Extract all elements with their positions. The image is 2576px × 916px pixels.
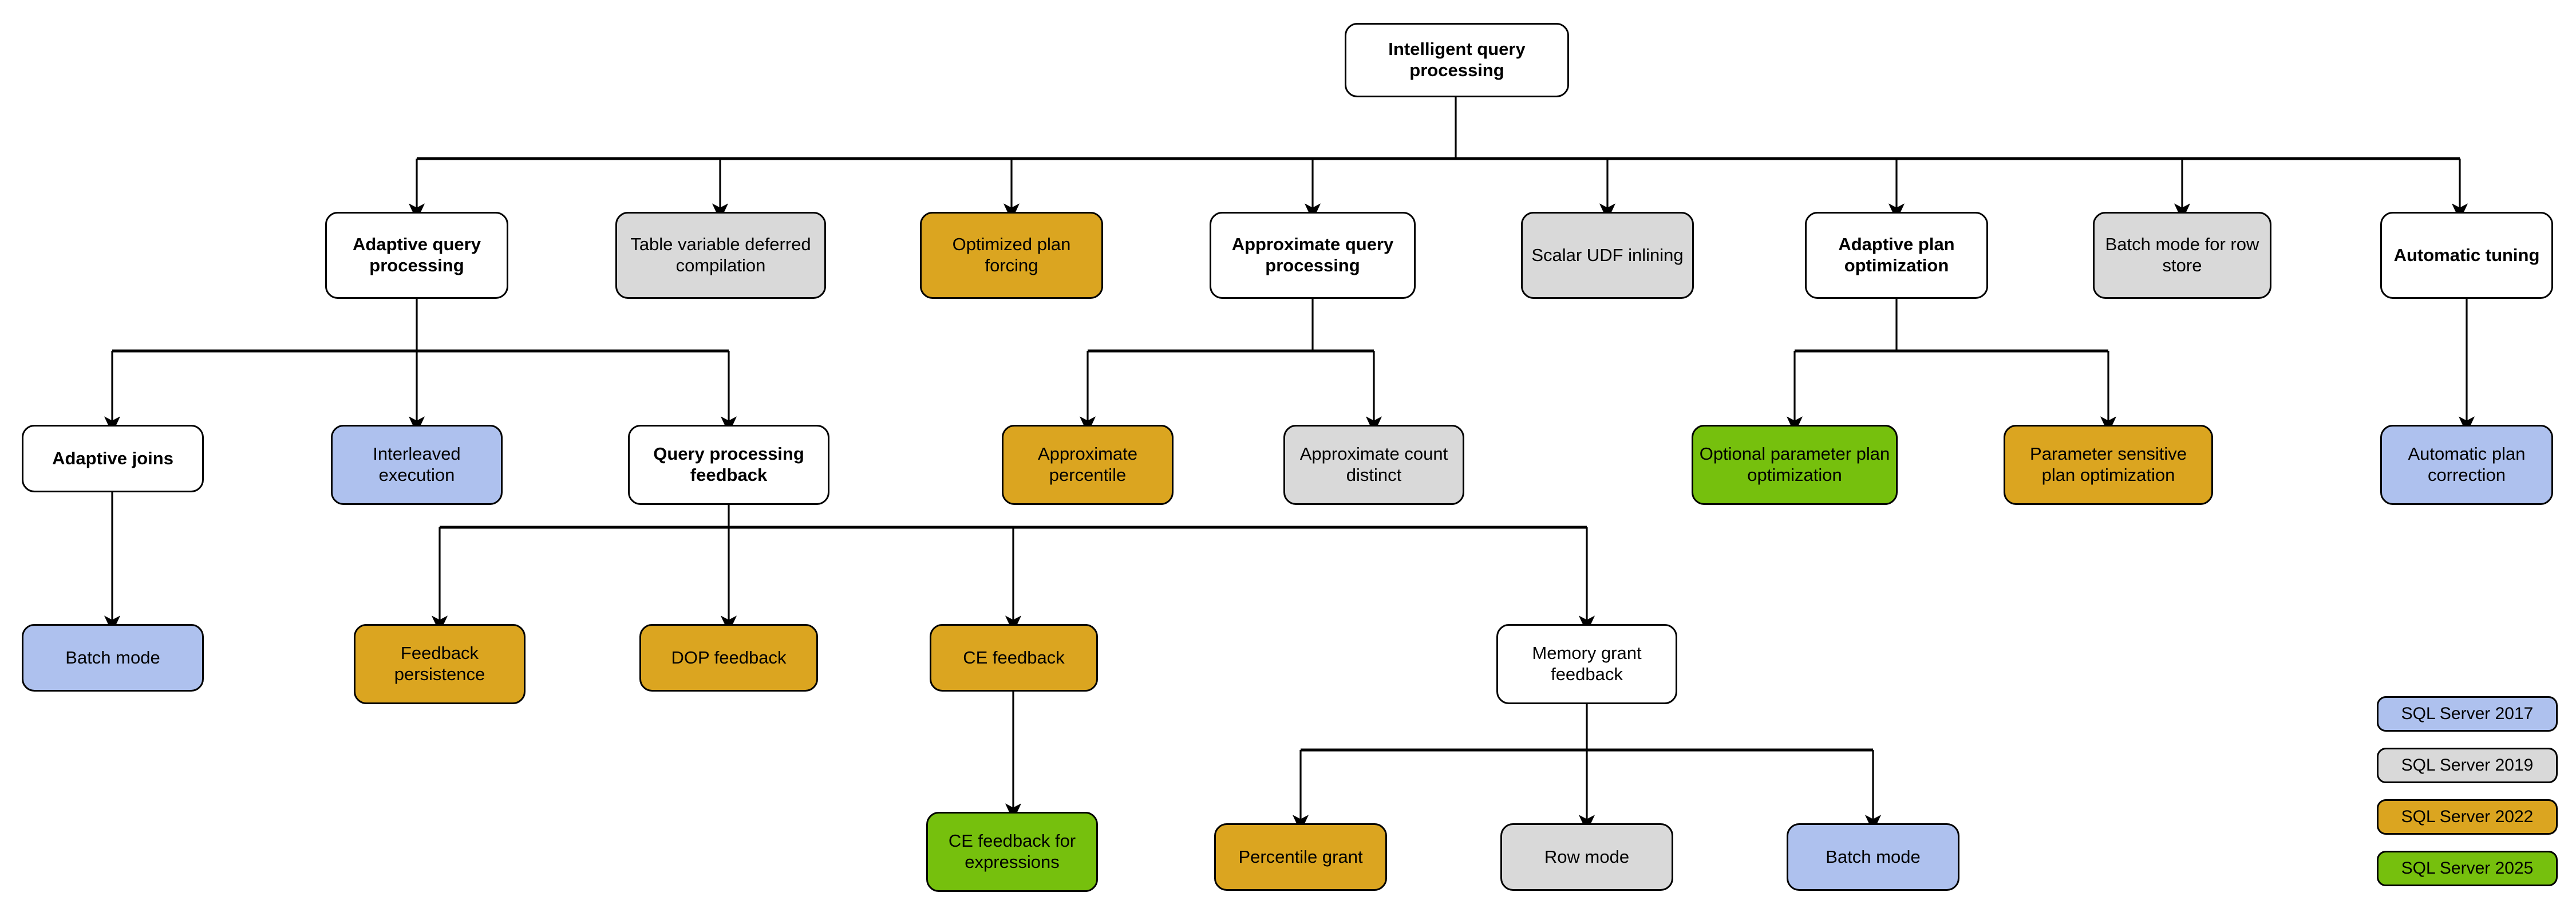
node-scalar-udf-inlining[interactable]: Scalar UDF inlining: [1521, 212, 1694, 299]
node-approximate-percentile[interactable]: Approximate percentile: [1002, 425, 1174, 505]
legend-item-sql-server-2025: SQL Server 2025: [2377, 851, 2558, 886]
node-adaptive-query-processing[interactable]: Adaptive query processing: [325, 212, 508, 299]
legend-item-sql-server-2022: SQL Server 2022: [2377, 799, 2558, 835]
node-adaptive-plan-optimization[interactable]: Adaptive plan optimization: [1805, 212, 1988, 299]
node-automatic-plan-correction[interactable]: Automatic plan correction: [2380, 425, 2553, 505]
node-parameter-sensitive-plan-optimization[interactable]: Parameter sensitive plan optimization: [2004, 425, 2213, 505]
node-adaptive-joins[interactable]: Adaptive joins: [22, 425, 204, 492]
node-query-processing-feedback[interactable]: Query processing feedback: [628, 425, 829, 505]
legend-item-sql-server-2019: SQL Server 2019: [2377, 748, 2558, 783]
node-intelligent-query-processing[interactable]: Intelligent query processing: [1345, 23, 1569, 97]
node-memory-grant-feedback[interactable]: Memory grant feedback: [1496, 624, 1677, 704]
node-automatic-tuning[interactable]: Automatic tuning: [2380, 212, 2553, 299]
node-row-mode[interactable]: Row mode: [1500, 823, 1673, 891]
node-optional-parameter-plan-optimization[interactable]: Optional parameter plan optimization: [1692, 425, 1898, 505]
node-feedback-persistence[interactable]: Feedback persistence: [354, 624, 526, 704]
legend-item-sql-server-2017: SQL Server 2017: [2377, 696, 2558, 732]
node-batch-mode-memory-grant[interactable]: Batch mode: [1787, 823, 1959, 891]
node-optimized-plan-forcing[interactable]: Optimized plan forcing: [920, 212, 1103, 299]
node-batch-mode-adaptive-joins[interactable]: Batch mode: [22, 624, 204, 692]
node-approximate-query-processing[interactable]: Approximate query processing: [1210, 212, 1416, 299]
node-batch-mode-for-row-store[interactable]: Batch mode for row store: [2093, 212, 2271, 299]
node-percentile-grant[interactable]: Percentile grant: [1214, 823, 1387, 891]
node-dop-feedback[interactable]: DOP feedback: [639, 624, 818, 692]
node-ce-feedback[interactable]: CE feedback: [930, 624, 1098, 692]
node-approximate-count-distinct[interactable]: Approximate count distinct: [1283, 425, 1464, 505]
node-ce-feedback-for-expressions[interactable]: CE feedback for expressions: [926, 812, 1098, 892]
node-interleaved-execution[interactable]: Interleaved execution: [331, 425, 503, 505]
node-table-variable-deferred-compilation[interactable]: Table variable deferred compilation: [615, 212, 826, 299]
